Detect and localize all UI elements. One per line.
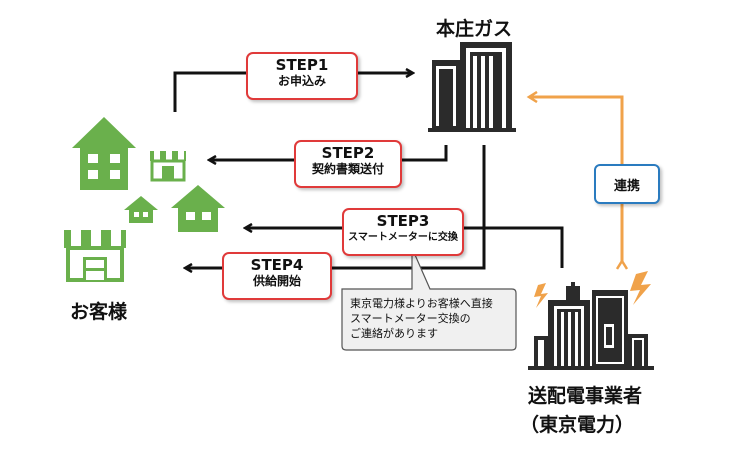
step2-label: STEP2 [321,144,375,162]
transmission-operator-building-icon [528,282,654,370]
transmission-operator-label: 送配電事業者 [528,385,643,407]
step3-desc: スマートメーターに交換 [348,232,458,243]
house-icon [72,117,136,190]
customer-label: お客様 [70,301,128,323]
house-icon [124,196,158,223]
link-box: 連携 [594,164,660,204]
step2-box: STEP2 契約書類送付 [294,140,402,188]
step1-label: STEP1 [275,56,329,74]
shop-icon [64,230,126,282]
house-icon [171,185,225,232]
transmission-operator-sublabel: （東京電力） [520,414,635,436]
step3-box: STEP3 スマートメーターに交換 [342,208,464,256]
step4-desc: 供給開始 [252,274,301,288]
step1-desc: お申込み [277,74,326,88]
step1-box: STEP1 お申込み [246,52,358,100]
step4-label: STEP4 [250,256,304,274]
link-arrow [530,97,622,262]
shop-icon [150,151,186,182]
step2-desc: 契約書類送付 [311,162,384,176]
lightning-icon [534,283,548,308]
step3-label: STEP3 [376,212,430,230]
lightning-icon [630,271,651,305]
callout-text: 東京電力様よりお客様へ直接 スマートメーター交換の ご連絡があります [350,297,493,340]
honjo-gas-label: 本庄ガス [436,18,513,40]
step4-box: STEP4 供給開始 [222,252,332,300]
callout-bubble [341,247,517,351]
honjo-gas-building-icon [428,42,516,132]
step2-arrow [210,145,448,160]
